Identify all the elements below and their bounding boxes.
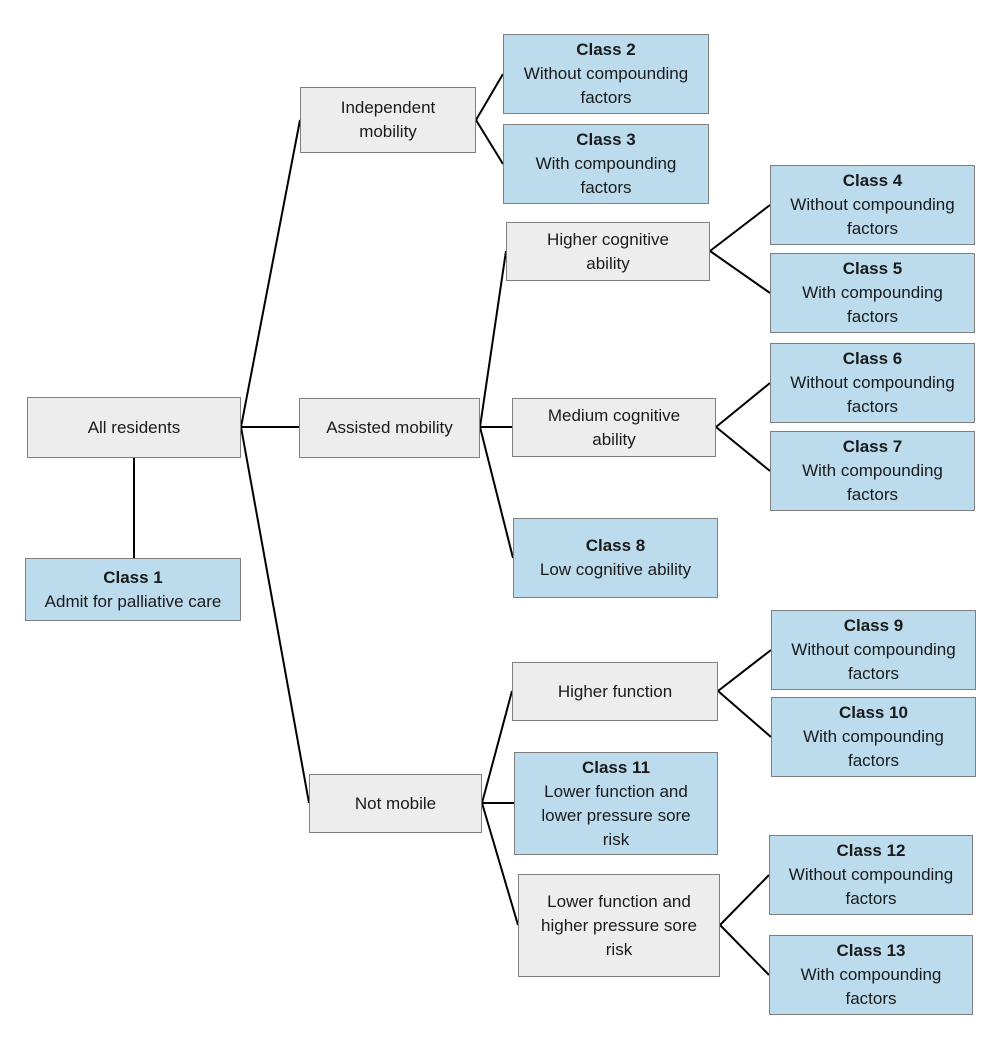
- node-label: Assisted mobility: [326, 418, 453, 437]
- class-title: Class 6: [842, 349, 903, 368]
- class-title: Class 4: [842, 171, 903, 190]
- node-medium-cognitive-ability: Medium cognitive ability: [512, 398, 716, 457]
- class-description: Without compounding factors: [790, 195, 955, 238]
- node-label: Medium cognitive ability: [547, 405, 681, 449]
- edge-notmobile-to-lower-function: [481, 802, 519, 926]
- node-label: All residents: [87, 417, 181, 437]
- edge-notmobile-to-higher-function: [481, 690, 513, 804]
- edge-independent-to-class2: [475, 73, 504, 121]
- class-title: Class 10: [839, 703, 908, 722]
- class-description: Without compounding factors: [523, 64, 689, 107]
- class-description: Low cognitive ability: [539, 560, 692, 579]
- class-7-box: Class 7 With compounding factors: [770, 431, 975, 511]
- node-not-mobile: Not mobile: [309, 774, 482, 833]
- edge-medium-cognitive-to-class7: [715, 426, 771, 472]
- node-label: Independent mobility: [340, 98, 436, 141]
- edge-higher-function-to-class10: [717, 690, 772, 738]
- class-description: Without compounding factors: [790, 373, 955, 416]
- edge-assisted-to-higher-cognitive: [479, 250, 507, 428]
- class-description: With compounding factors: [802, 461, 943, 504]
- class-description: Admit for palliative care: [44, 591, 222, 611]
- node-label: Lower function and higher pressure sore …: [541, 891, 697, 959]
- class-5-box: Class 5 With compounding factors: [770, 253, 975, 333]
- class-description: Without compounding factors: [791, 640, 956, 683]
- class-title: Class 9: [843, 616, 904, 635]
- class-description: Lower function and lower pressure sore r…: [541, 781, 691, 849]
- class-title: Class 2: [576, 40, 636, 59]
- class-12-box: Class 12 Without compounding factors: [769, 835, 973, 915]
- class-title: Class 7: [842, 437, 903, 456]
- class-description: Without compounding factors: [788, 865, 954, 908]
- class-13-box: Class 13 With compounding factors: [769, 935, 973, 1015]
- edge-lower-function-to-class12: [719, 874, 770, 926]
- edge-higher-cognitive-to-class5: [709, 250, 771, 294]
- edge-all-to-independent: [240, 119, 301, 428]
- class-description: With compounding factors: [535, 154, 677, 197]
- class-10-box: Class 10 With compounding factors: [771, 697, 976, 777]
- node-label: Not mobile: [354, 793, 437, 813]
- node-all-residents: All residents: [27, 397, 241, 458]
- node-label: Higher function: [557, 681, 673, 701]
- node-assisted-mobility: Assisted mobility: [299, 398, 480, 458]
- class-4-box: Class 4 Without compounding factors: [770, 165, 975, 245]
- node-higher-cognitive-ability: Higher cognitive ability: [506, 222, 710, 281]
- edge-all-to-notmobile: [240, 426, 310, 804]
- class-title: Class 1: [103, 567, 163, 587]
- node-independent-mobility: Independent mobility: [300, 87, 476, 153]
- edge-assisted-to-class8: [479, 426, 514, 559]
- class-title: Class 13: [836, 941, 906, 960]
- class-11-box: Class 11 Lower function and lower pressu…: [514, 752, 718, 855]
- class-8-box: Class 8 Low cognitive ability: [513, 518, 718, 598]
- class-9-box: Class 9 Without compounding factors: [771, 610, 976, 690]
- class-6-box: Class 6 Without compounding factors: [770, 343, 975, 423]
- class-description: With compounding factors: [803, 727, 944, 770]
- class-3-box: Class 3 With compounding factors: [503, 124, 709, 204]
- node-label: Higher cognitive ability: [547, 229, 669, 273]
- class-1-box: Class 1 Admit for palliative care: [25, 558, 241, 621]
- class-title: Class 12: [836, 841, 906, 860]
- class-description: With compounding factors: [800, 965, 942, 1008]
- edge-lower-function-to-class13: [719, 924, 770, 976]
- edge-higher-function-to-class9: [717, 649, 772, 692]
- node-higher-function: Higher function: [512, 662, 718, 721]
- edge-independent-to-class3: [475, 119, 504, 165]
- class-title: Class 5: [842, 259, 903, 278]
- class-2-box: Class 2 Without compounding factors: [503, 34, 709, 114]
- class-description: With compounding factors: [802, 283, 943, 326]
- class-title: Class 3: [576, 130, 636, 149]
- class-title: Class 8: [585, 536, 646, 555]
- edge-higher-cognitive-to-class4: [709, 204, 771, 252]
- node-lower-function-higher-risk: Lower function and higher pressure sore …: [518, 874, 720, 977]
- edge-medium-cognitive-to-class6: [715, 382, 771, 428]
- class-title: Class 11: [581, 757, 651, 777]
